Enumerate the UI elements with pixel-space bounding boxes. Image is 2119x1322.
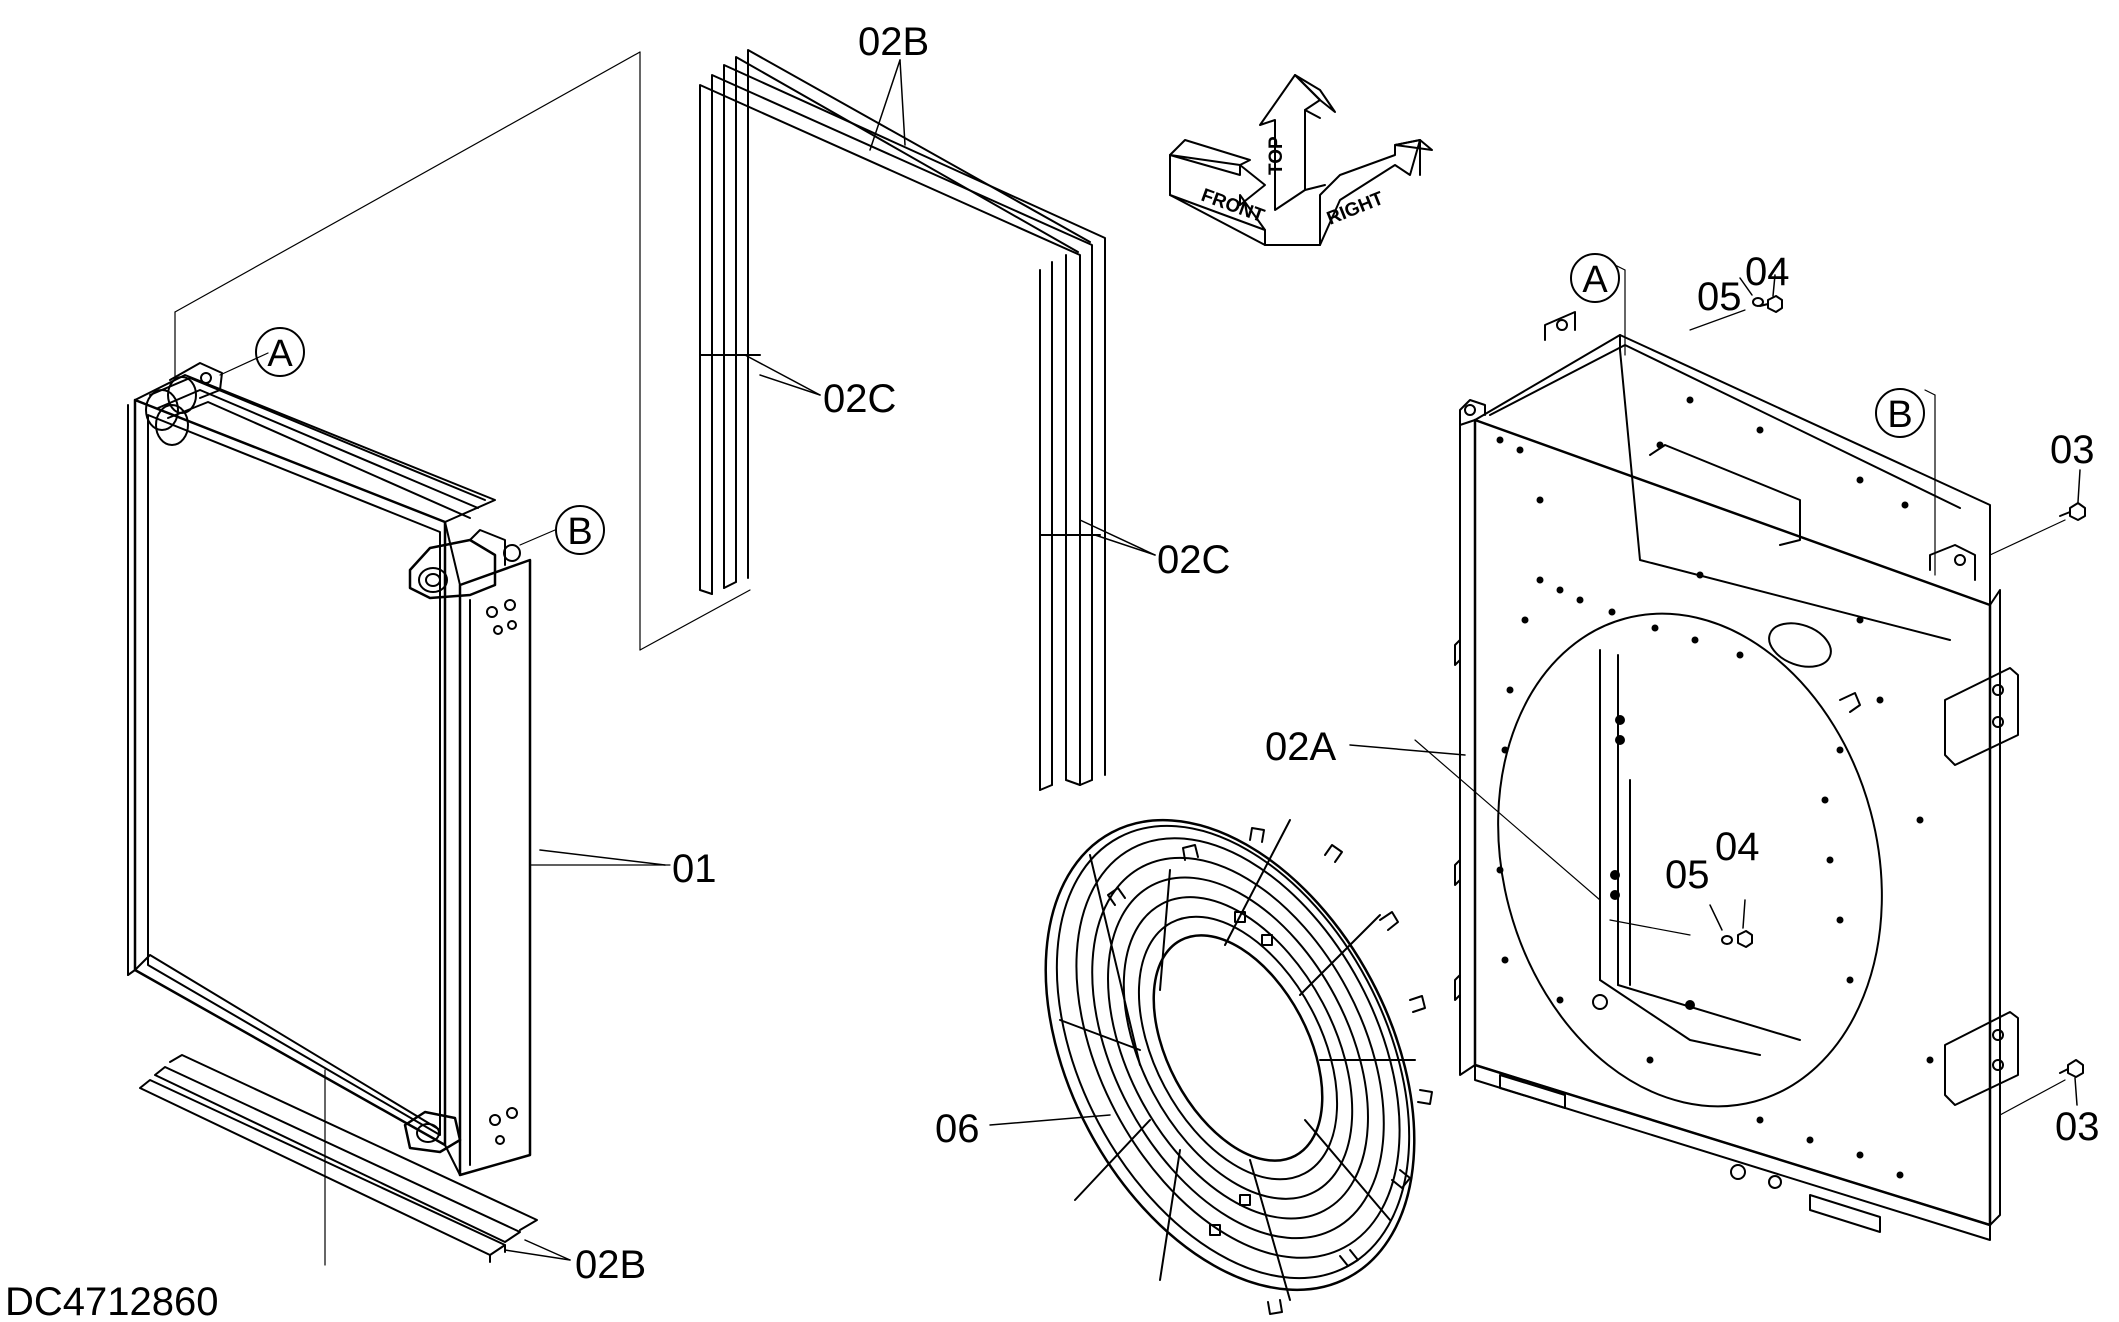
label-06: 06 [935,1107,980,1151]
reference-marks: A B A B [267,259,1912,553]
label-05-lower: 05 [1665,853,1710,897]
fan-guard-06 [1044,818,1433,1315]
part-labels: 02B 02C 02C 01 02A 06 02B 05 04 03 05 04… [575,20,2100,1287]
label-02c-left: 02C [823,377,896,421]
fasteners [1721,295,2086,1078]
label-04-upper: 04 [1745,250,1790,294]
label-04-lower: 04 [1715,825,1760,869]
orientation-right-label: RIGHT [1324,188,1387,230]
orientation-symbol [1169,74,1433,246]
frame-02a [1414,264,2066,1241]
orientation-top-label: TOP [1266,136,1287,175]
ref-mark-a-right: A [1582,259,1608,301]
label-02c-right: 02C [1157,538,1230,582]
label-01: 01 [672,847,717,891]
ref-mark-b-right: B [1887,394,1912,436]
label-leaders [504,59,2081,1261]
label-02a: 02A [1265,725,1336,769]
radiator-01 [127,362,532,1177]
label-03-lower: 03 [2055,1105,2100,1149]
leader-lines-left [174,51,751,1266]
ref-mark-b-left: B [567,511,592,553]
seal-02b-upper [699,49,1106,791]
frame-holes [1496,396,1934,1179]
label-02b-bottom: 02B [575,1243,646,1287]
reference-circles [255,253,1925,555]
label-02b-top: 02B [858,20,929,64]
drawing-number: DC4712860 [5,1280,219,1322]
label-05-upper: 05 [1697,275,1742,319]
label-03-upper: 03 [2050,428,2095,472]
ref-mark-a-left: A [267,333,293,375]
seal-02b-lower [139,1054,538,1263]
